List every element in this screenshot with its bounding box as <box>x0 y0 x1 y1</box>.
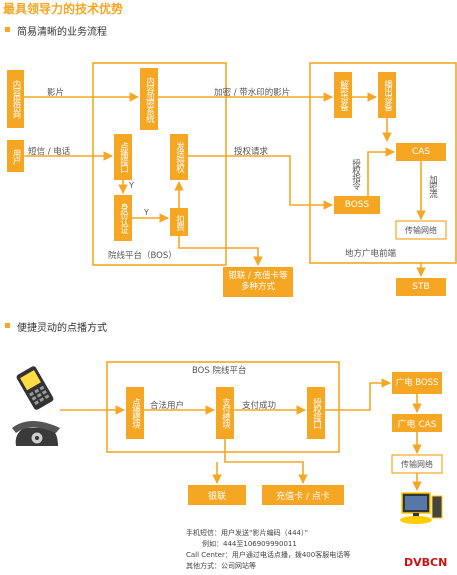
edge-film-label: 影片 <box>47 88 65 98</box>
vod-module-label: 点播模块 <box>130 398 141 428</box>
auth-cmd-label: 授权指令 <box>350 159 361 189</box>
bos-platform2-frame <box>106 361 340 453</box>
guangdian-boss-box <box>392 372 442 394</box>
bos-platform-frame <box>92 62 227 266</box>
playout-label: 播出设备 <box>382 80 393 110</box>
identity-auth-label: 身份认证 <box>118 203 129 233</box>
decrypt-label: 解密设备 <box>338 80 349 110</box>
section1-title: 简易清晰的业务流程 <box>17 27 107 38</box>
edge-auth-boss <box>325 378 391 411</box>
playout-box <box>378 72 396 118</box>
user-box <box>7 140 24 172</box>
guangdian-cas-box <box>392 414 442 432</box>
vod-interface-label: 点播接口 <box>118 142 129 172</box>
payment-box <box>223 267 293 297</box>
section2-title: 便捷灵动的点播方式 <box>17 323 107 334</box>
pay-module-label: 支付模块 <box>220 398 231 428</box>
boss-box <box>334 196 380 214</box>
edge-pay-success-label: 支付成功 <box>242 401 277 411</box>
mobile-phone-icon <box>16 366 54 410</box>
unionpay-box <box>188 485 246 505</box>
guangdian-boss-label: 广电 BOSS <box>395 378 439 388</box>
billing-label: 扣费 <box>174 214 185 230</box>
cas-label: CAS <box>411 147 431 157</box>
stb-box <box>396 278 446 296</box>
edge-pay-recharge <box>224 439 308 484</box>
telephone-icon <box>12 421 60 446</box>
guangdian-cas-label: 广电 CAS <box>397 419 437 430</box>
recharge-label: 充值卡 / 点卡 <box>276 491 330 502</box>
content-encrypt-label: 内容加密系统 <box>144 76 155 122</box>
payment-label: 银联 / 充值卡等多种方式 <box>228 271 288 292</box>
watermark: DVBCN <box>404 556 448 569</box>
user-label: 用户 <box>11 148 21 164</box>
footer-line2: 例如：444至106909990011 <box>202 540 297 548</box>
content-encrypt-box <box>140 68 158 130</box>
edge-auth-cmd <box>367 147 395 196</box>
auth-interface-label: 授权接口 <box>311 398 322 428</box>
edge-billing-payment <box>178 236 263 266</box>
auth-interface-box <box>307 387 325 439</box>
cas-box <box>396 143 446 161</box>
edge-sms-label: 短信 / 电话 <box>28 147 71 157</box>
footer-line4: 其他方式：公司网站等 <box>186 562 256 570</box>
send-auth-box <box>170 134 188 180</box>
edge-y1-label: Y <box>129 181 134 190</box>
billing-box <box>170 208 188 236</box>
vod-module-box <box>126 387 144 439</box>
computer-icon <box>400 492 443 524</box>
pay-module-box <box>216 387 234 439</box>
local-cable-label: 地方广电前端 <box>345 249 397 259</box>
edge-y2-label: Y <box>144 208 149 217</box>
edge-encrypted-film-label: 加密 / 带水印的影片 <box>214 88 291 98</box>
recharge-box <box>262 485 344 505</box>
encrypt-flow-label: 加密流 <box>427 174 438 198</box>
bos-platform2-label: BOS 院线平台 <box>192 366 247 376</box>
local-cable-frame <box>309 62 457 264</box>
bos-platform-label: 院线平台（BOS） <box>108 251 177 261</box>
section2-bullet <box>5 323 10 328</box>
content-provider-box <box>7 70 24 128</box>
transport-box <box>395 220 447 240</box>
footer-line1: 手机短信：用户发送“影片编码（444）” <box>186 529 309 537</box>
edge-auth-request <box>188 155 333 210</box>
content-provider-label: 内容提供商 <box>11 80 21 118</box>
identity-auth-box <box>114 195 132 241</box>
footer-line3: Call Center：用户通过电话点播，拨400客服电话等 <box>186 551 351 559</box>
send-auth-label: 发送授权 <box>174 142 185 172</box>
vod-interface-box <box>114 134 132 180</box>
stb-label: STB <box>412 282 430 292</box>
decrypt-box <box>334 72 352 118</box>
edge-auth-request-label: 授权请求 <box>234 147 269 157</box>
page-title: 最具领导力的技术优势 <box>3 2 124 16</box>
unionpay-label: 银联 <box>207 491 226 502</box>
transport-label: 传输网络 <box>405 225 437 235</box>
edge-legit-user-label: 合法用户 <box>150 401 185 411</box>
transport2-label: 传输网络 <box>401 459 433 469</box>
boss-label: BOSS <box>344 200 370 210</box>
section1-bullet <box>5 27 10 32</box>
